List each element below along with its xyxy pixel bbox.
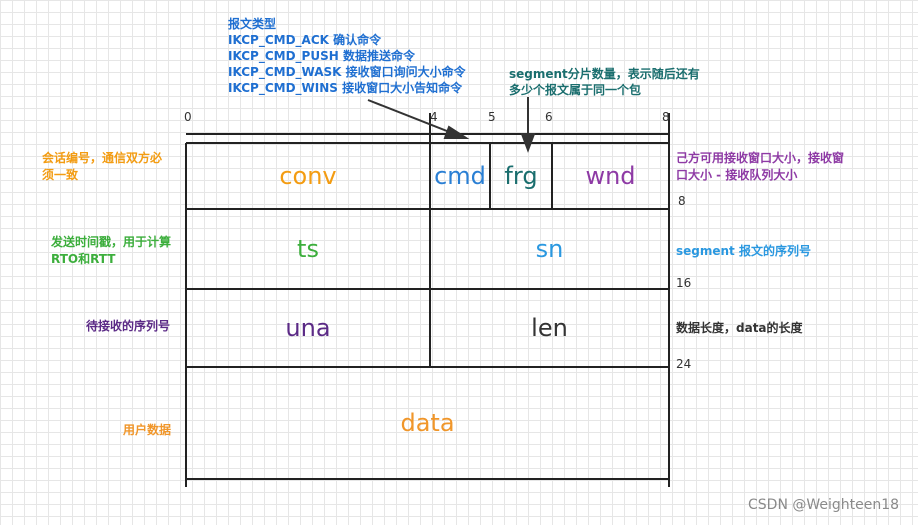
tick-5: 5 (488, 110, 496, 124)
tick-0: 0 (184, 110, 192, 124)
frg-annotation-line2: 多少个报文属于同一个包 (509, 83, 642, 97)
wnd-description: 己方可用接收窗口大小，接收窗 口大小 - 接收队列大小 (676, 151, 845, 182)
tick-row-24: 24 (676, 357, 692, 371)
field-conv: conv (279, 162, 337, 190)
message-type-title: 报文类型 (228, 17, 277, 31)
frg-annotation: segment分片数量，表示随后还有 多少个报文属于同一个包 (509, 66, 700, 98)
field-wnd: wnd (585, 162, 636, 190)
field-sn: sn (535, 235, 564, 263)
tick-4: 4 (430, 110, 438, 124)
field-frg: frg (504, 162, 538, 190)
sn-description: segment 报文的序列号 (676, 244, 811, 258)
frg-annotation-line1: segment分片数量，表示随后还有 (509, 67, 700, 81)
cmd-push-line: IKCP_CMD_PUSH 数据推送命令 (228, 49, 415, 63)
tick-row-8: 8 (678, 194, 686, 208)
cmd-arrow (367, 99, 470, 139)
field-len: len (531, 314, 568, 342)
cmd-ack-line: IKCP_CMD_ACK 确认命令 (228, 33, 382, 47)
field-ts: ts (297, 235, 319, 263)
ts-description: 发送时间戳，用于计算 RTO和RTT (51, 235, 172, 266)
watermark: CSDN @Weighteen18 (748, 497, 900, 513)
conv-description: 会话编号，通信双方必 须一致 (42, 151, 163, 182)
tick-row-16: 16 (676, 276, 692, 290)
una-description: 待接收的序列号 (86, 319, 171, 333)
tick-8: 8 (662, 110, 670, 124)
data-description: 用户数据 (123, 423, 172, 437)
len-description: 数据长度，data的长度 (676, 321, 803, 335)
field-una: una (285, 314, 331, 342)
frg-arrow (520, 97, 536, 153)
cmd-wins-line: IKCP_CMD_WINS 接收窗口大小告知命令 (228, 81, 463, 95)
tick-6: 6 (545, 110, 553, 124)
field-cmd: cmd (434, 162, 486, 190)
message-type-annotation: 报文类型 IKCP_CMD_ACK 确认命令 IKCP_CMD_PUSH 数据推… (228, 16, 466, 96)
field-data: data (400, 409, 455, 437)
cmd-wask-line: IKCP_CMD_WASK 接收窗口询问大小命令 (228, 65, 466, 79)
